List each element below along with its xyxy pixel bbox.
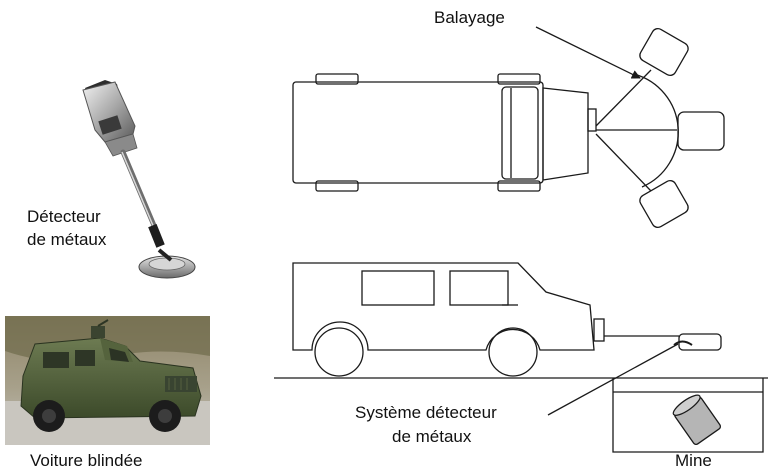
sweep-arrow bbox=[535, 26, 641, 79]
side-wheel-front bbox=[488, 327, 538, 377]
side-window-1 bbox=[361, 270, 435, 306]
side-view-body bbox=[292, 262, 595, 351]
detector-shaft bbox=[120, 149, 161, 238]
vehicle-side-view bbox=[292, 262, 722, 377]
mine-pit bbox=[612, 378, 764, 453]
top-view-body bbox=[292, 81, 544, 184]
side-window-2 bbox=[449, 270, 509, 306]
sweep-pattern bbox=[595, 69, 679, 192]
sweep-position-left bbox=[639, 27, 689, 77]
sweep-position-center bbox=[677, 111, 725, 151]
mine-label: Mine bbox=[675, 451, 712, 470]
detector-label-line2: de métaux bbox=[27, 230, 107, 249]
sweep-label: Balayage bbox=[434, 8, 505, 27]
top-view-hood bbox=[542, 87, 589, 181]
top-view-windshield bbox=[501, 86, 539, 180]
system-label-line1: Système détecteur bbox=[355, 403, 497, 422]
system-pointer bbox=[547, 343, 679, 416]
detector-label-line1: Détecteur bbox=[27, 207, 101, 226]
vehicle-top-view bbox=[292, 73, 597, 192]
mine-cylinder bbox=[672, 394, 722, 446]
metal-detector-picture bbox=[82, 80, 196, 279]
armored-car-label: Voiture blindée bbox=[30, 451, 143, 470]
sweep-position-right bbox=[639, 179, 689, 229]
armored-car-photo bbox=[5, 316, 210, 445]
system-label-line2: de métaux bbox=[392, 427, 472, 446]
side-wheel-rear bbox=[314, 327, 364, 377]
